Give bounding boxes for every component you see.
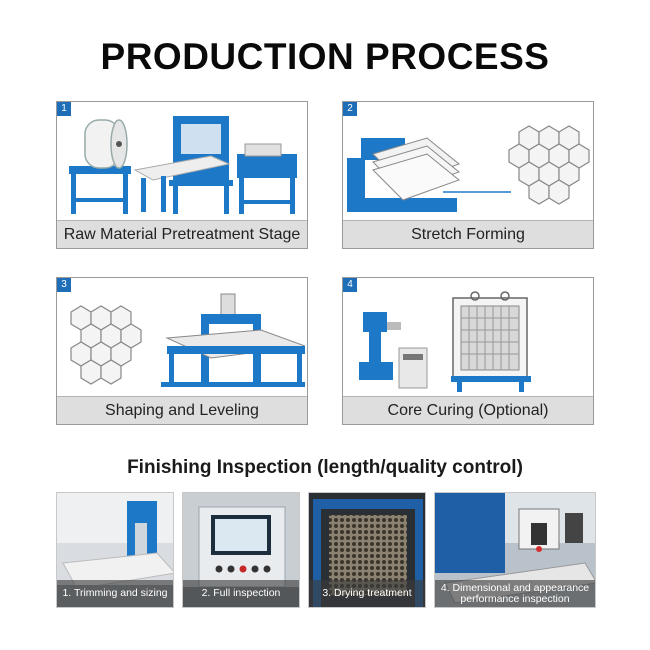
photo-caption: 4. Dimensional and appearance performanc…	[435, 580, 595, 607]
core-curing-illustration	[359, 291, 531, 392]
step-card-1: 1 Raw Material Pretreatment Stage	[56, 101, 308, 249]
step-label: Raw Material Pretreatment Stage	[57, 220, 307, 248]
photo-caption: 3. Drying treatment	[309, 580, 425, 607]
step-number: 2	[343, 102, 357, 116]
step-card-4: 4 Core Curing (Optional)	[342, 277, 594, 425]
step-number: 4	[343, 278, 357, 292]
step-number: 1	[57, 102, 71, 116]
stretch-forming-illustration	[347, 125, 590, 212]
photo-caption: 2. Full inspection	[183, 580, 299, 607]
step-label: Shaping and Leveling	[57, 396, 307, 424]
inspection-title: Finishing Inspection (length/quality con…	[127, 457, 523, 478]
page-title: PRODUCTION PROCESS	[100, 36, 550, 77]
step-card-3: 3 Shaping and Leveling	[56, 277, 308, 425]
shaping-leveling-illustration	[70, 293, 305, 387]
inspection-photo-drying: 3. Drying treatment	[308, 492, 426, 608]
step-label: Core Curing (Optional)	[343, 396, 593, 424]
step-number: 3	[57, 278, 71, 292]
inspection-photo-dimensional: 4. Dimensional and appearance performanc…	[434, 492, 596, 608]
raw-material-machine-illustration	[69, 116, 297, 214]
photo-caption: 1. Trimming and sizing	[57, 580, 173, 607]
step-label: Stretch Forming	[343, 220, 593, 248]
inspection-photo-trimming: 1. Trimming and sizing	[56, 492, 174, 608]
inspection-photo-full: 2. Full inspection	[182, 492, 300, 608]
step-card-2: 2 Stretch Forming	[342, 101, 594, 249]
